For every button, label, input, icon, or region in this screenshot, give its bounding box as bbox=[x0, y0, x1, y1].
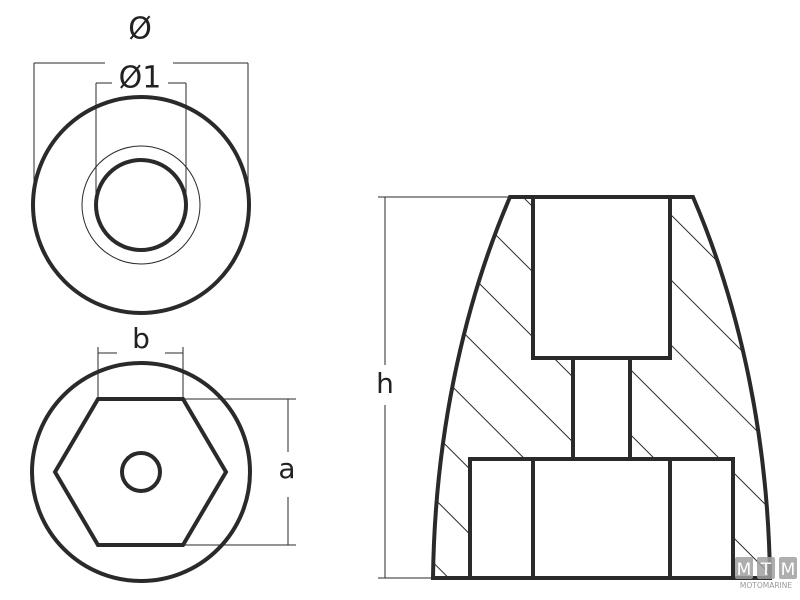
outer-diameter-label: Ø bbox=[128, 12, 152, 47]
inner-diameter-dimension bbox=[95, 82, 187, 200]
hex-flat-dimension bbox=[97, 347, 184, 399]
height-dimension bbox=[378, 196, 508, 579]
svg-text:M: M bbox=[781, 560, 796, 580]
motomarine-logo: M T M MOTOMARINE bbox=[735, 557, 797, 590]
height-label: h bbox=[376, 367, 394, 400]
svg-text:M: M bbox=[737, 560, 752, 580]
bottom-view bbox=[30, 347, 296, 583]
hex-across-dimension bbox=[183, 398, 296, 546]
outer-circle bbox=[31, 95, 251, 315]
section-view bbox=[378, 195, 773, 580]
hex-across-label: a bbox=[278, 452, 295, 485]
neck-hole bbox=[571, 356, 632, 461]
hex-flat-label: b bbox=[132, 322, 150, 355]
bore-circle bbox=[94, 158, 188, 252]
outer-circle bbox=[30, 361, 252, 583]
center-hole bbox=[120, 451, 162, 493]
outer-diameter-dimension bbox=[33, 62, 249, 200]
upper-bore bbox=[531, 195, 672, 360]
thin-circle bbox=[81, 145, 201, 265]
svg-text:T: T bbox=[760, 560, 772, 580]
svg-text:MOTOMARINE: MOTOMARINE bbox=[740, 581, 792, 590]
hex-socket bbox=[52, 397, 229, 547]
hex-socket-section bbox=[468, 457, 735, 580]
inner-diameter-label: Ø1 bbox=[119, 61, 162, 96]
top-view bbox=[31, 62, 251, 315]
